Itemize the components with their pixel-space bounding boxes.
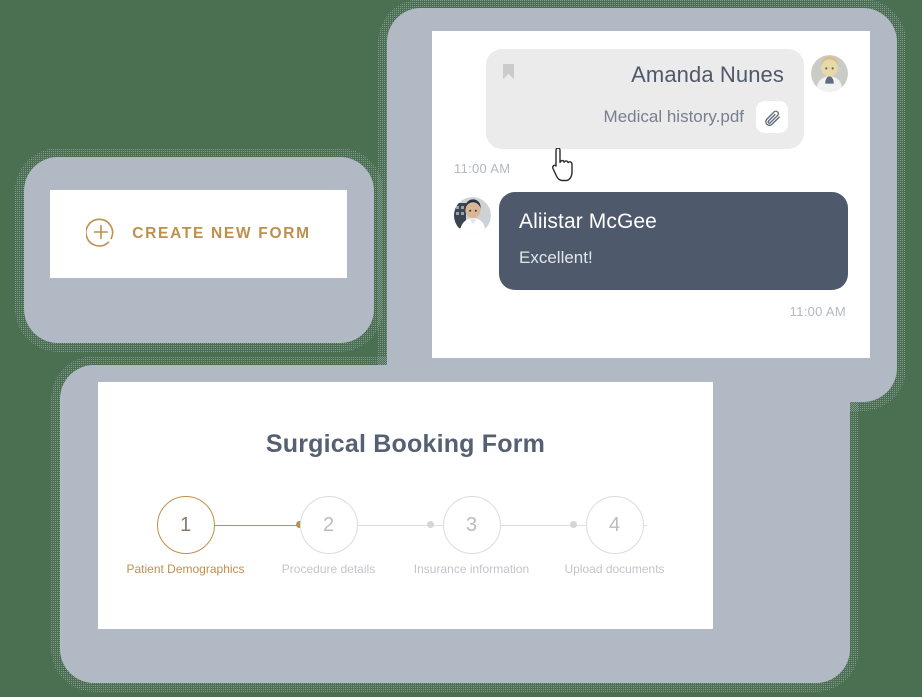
bookmark-icon[interactable] bbox=[502, 63, 515, 80]
connector-1-2 bbox=[214, 524, 300, 526]
stepper-step-4[interactable]: 4 Upload documents bbox=[564, 496, 665, 576]
create-new-form-button[interactable]: CREATE NEW FORM bbox=[50, 190, 347, 278]
stepper-step-2[interactable]: 2 Procedure details bbox=[282, 496, 375, 576]
paperclip-icon[interactable] bbox=[756, 101, 788, 133]
attachment-file-name: Medical history.pdf bbox=[603, 107, 744, 126]
page-title: Surgical Booking Form bbox=[265, 430, 546, 458]
avatar-amanda[interactable] bbox=[811, 55, 848, 92]
create-new-form-label: CREATE NEW FORM bbox=[132, 225, 311, 242]
outgoing-message-bubble[interactable]: Aliistar McGee Excellent! bbox=[499, 192, 848, 290]
step-1-label: Patient Demographics bbox=[126, 562, 245, 576]
attachment-line: Medical history.pdf bbox=[604, 101, 788, 133]
incoming-sender-name: Amanda Nunes bbox=[631, 62, 784, 87]
outgoing-message-text: Excellent! bbox=[519, 248, 593, 267]
stepper-step-3[interactable]: 3 Insurance information bbox=[414, 496, 529, 576]
step-4-number: 4 bbox=[585, 496, 644, 554]
outgoing-sender-name: Aliistar McGee bbox=[519, 210, 657, 233]
incoming-message-bubble[interactable]: Amanda Nunes Medical history.pdf bbox=[486, 49, 804, 182]
incoming-message-row: Amanda Nunes Medical history.pdf bbox=[454, 49, 848, 182]
incoming-timestamp: 11:00 AM bbox=[454, 161, 511, 176]
surgical-booking-form-card: Surgical Booking Form 1 Patient Demograp… bbox=[98, 382, 713, 629]
step-1-number: 1 bbox=[156, 496, 215, 554]
form-stepper: 1 Patient Demographics 2 Procedure detai… bbox=[126, 496, 665, 576]
step-4-label: Upload documents bbox=[564, 562, 665, 576]
connector-dot-1-2 bbox=[295, 521, 303, 528]
connector-dot-3-4 bbox=[569, 521, 577, 528]
step-3-number: 3 bbox=[442, 496, 501, 554]
plus-circle-icon bbox=[85, 217, 116, 252]
stepper-step-1[interactable]: 1 Patient Demographics bbox=[126, 496, 245, 576]
outgoing-message-row: Aliistar McGee Excellent! bbox=[454, 192, 848, 290]
step-2-label: Procedure details bbox=[281, 562, 376, 576]
chat-card: Amanda Nunes Medical history.pdf bbox=[432, 31, 870, 358]
outgoing-timestamp: 11:00 AM bbox=[789, 304, 846, 319]
connector-dot-2-3 bbox=[426, 521, 434, 528]
step-3-label: Insurance information bbox=[413, 562, 530, 576]
step-2-number: 2 bbox=[299, 496, 358, 554]
avatar-aliistar[interactable] bbox=[454, 197, 491, 234]
